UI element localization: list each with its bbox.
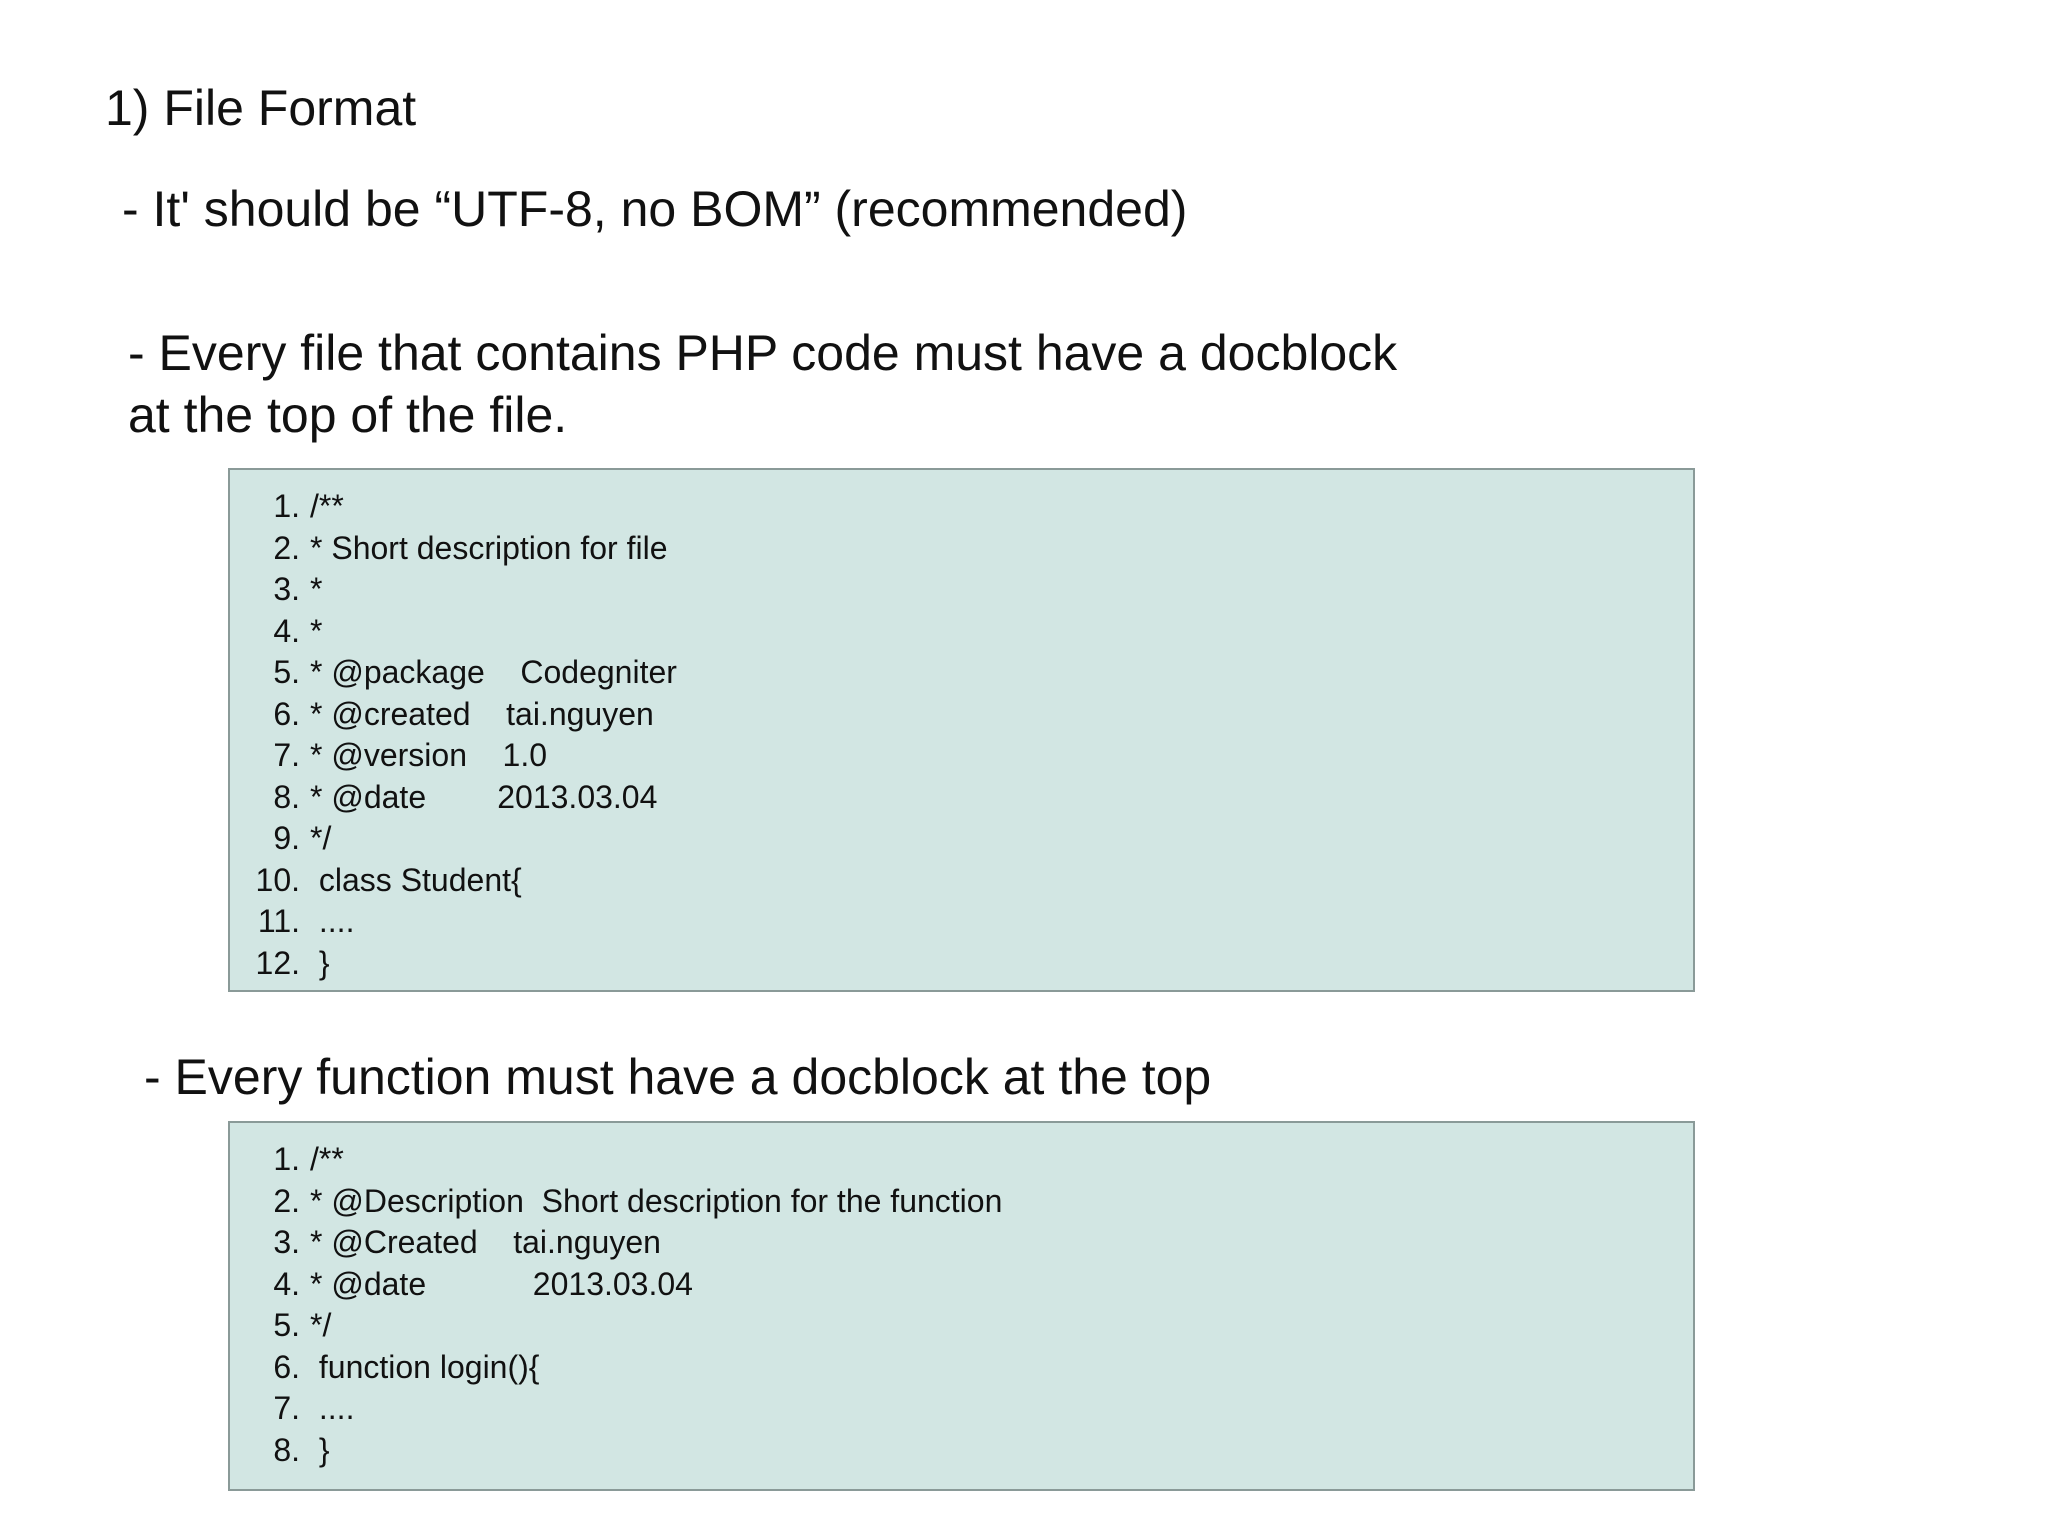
code-line: 4. * — [230, 611, 677, 653]
code-line: 4. * @date 2013.03.04 — [230, 1264, 1002, 1306]
code-line-text: * — [310, 571, 323, 607]
code-line-text: * @Description Short description for the… — [310, 1182, 1003, 1219]
code-line: 12. } — [230, 943, 677, 985]
bullet-encoding: - It' should be “UTF-8, no BOM” (recomme… — [122, 181, 1188, 237]
code-line: 8. * @date 2013.03.04 — [230, 777, 677, 819]
code-line-text: .... — [310, 1390, 355, 1426]
code-line-text: /** — [310, 488, 344, 524]
function-docblock-code-list: 1. /** 2. * @Description Short description … — [230, 1139, 1002, 1471]
code-line-number: 7. — [273, 737, 300, 773]
code-line-text: * @date 2013.03.04 — [310, 1265, 693, 1302]
code-line-text: /** — [310, 1141, 344, 1177]
code-line-number: 6. — [273, 1348, 300, 1385]
code-line: 5. */ — [230, 1305, 1002, 1347]
bullet-function-docblock: - Every function must have a docblock at… — [144, 1049, 1212, 1105]
code-line-text: .... — [310, 903, 355, 939]
code-line-text: } — [310, 944, 330, 981]
code-line-text: * @date 2013.03.04 — [310, 778, 658, 815]
code-line-text: class Student{ — [310, 861, 522, 898]
code-line: 1. /** — [230, 486, 677, 528]
code-line-number: 4. — [273, 1265, 300, 1302]
code-line-number: 1. — [273, 1141, 300, 1177]
code-line-text: * — [310, 612, 323, 649]
code-line-text: * @package Codegniter — [310, 654, 677, 690]
code-line-number: 8. — [273, 778, 300, 815]
code-line-number: 7. — [273, 1390, 300, 1426]
bullet-file-docblock-line2: at the top of the file. — [128, 387, 568, 443]
code-line-number: 2. — [273, 1182, 300, 1219]
code-line: 6. function login(){ — [230, 1347, 1002, 1389]
code-line-number: 11. — [257, 903, 300, 939]
code-line: 11. .... — [230, 901, 677, 943]
code-line-number: 8. — [273, 1431, 300, 1468]
code-line-text: */ — [310, 1307, 332, 1343]
code-line-number: 6. — [273, 695, 300, 732]
code-line: 9. */ — [230, 818, 677, 860]
bullet-file-docblock-line1: - Every file that contains PHP code must… — [128, 325, 1398, 381]
code-line-number: 3. — [273, 571, 300, 607]
code-line: 7. * @version 1.0 — [230, 735, 677, 777]
code-line: 8. } — [230, 1430, 1002, 1472]
code-line-number: 3. — [273, 1224, 300, 1260]
code-line: 7. .... — [230, 1388, 1002, 1430]
code-line: 3. * @Created tai.nguyen — [230, 1222, 1002, 1264]
code-line-number: 10. — [255, 861, 300, 898]
code-line-text: } — [310, 1431, 330, 1468]
code-line-text: * @created tai.nguyen — [310, 695, 654, 732]
bullet-file-docblock: - Every file that contains PHP code must… — [128, 322, 1397, 446]
code-line: 1. /** — [230, 1139, 1002, 1181]
code-line-number: 2. — [273, 529, 300, 566]
code-line: 2. * @Description Short description for t… — [230, 1181, 1002, 1223]
function-docblock-code-box: 1. /** 2. * @Description Short description … — [228, 1121, 1695, 1491]
code-line: 3. * — [230, 569, 677, 611]
code-line-number: 9. — [273, 820, 300, 856]
section-heading: 1) File Format — [105, 80, 417, 136]
code-line: 5. * @package Codegniter — [230, 652, 677, 694]
code-line: 6. * @created tai.nguyen — [230, 694, 677, 736]
code-line-text: * @version 1.0 — [310, 737, 548, 773]
code-line-text: * Short description for file — [310, 529, 668, 566]
code-line-text: * @Created tai.nguyen — [310, 1224, 661, 1260]
code-line-text: function login(){ — [310, 1348, 540, 1385]
code-line-text: */ — [310, 820, 332, 856]
code-line-number: 5. — [273, 654, 300, 690]
code-line-number: 4. — [273, 612, 300, 649]
code-line: 2. * Short description for file — [230, 528, 677, 570]
code-line-number: 5. — [273, 1307, 300, 1343]
code-line-number: 1. — [273, 488, 300, 524]
code-line-number: 12. — [255, 944, 300, 981]
code-line: 10. class Student{ — [230, 860, 677, 902]
